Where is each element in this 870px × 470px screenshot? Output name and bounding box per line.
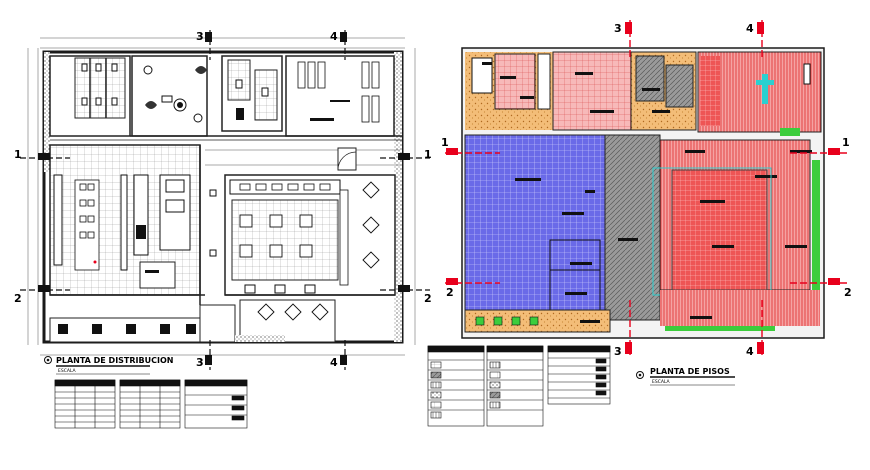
section-mark-1-left: 1 (14, 148, 22, 161)
green-strip-bottom (665, 326, 775, 331)
section-mark-1-right-right: 1 (842, 136, 850, 149)
section-markers-left: 3 4 3 4 1 1 2 2 (14, 30, 432, 370)
section-mark-3-top: 3 (196, 30, 204, 43)
section-mark-4-bottom: 4 (330, 356, 338, 369)
plan-title-right: PLANTA DE PISOS ESCALA (636, 367, 735, 386)
floor-finishes-plan: 3 4 3 4 1 1 2 2 P (427, 20, 852, 427)
section-mark-3-top-right: 3 (614, 22, 622, 35)
section-markers-right: 3 4 3 4 1 1 2 2 (441, 20, 852, 358)
section-mark-4-top: 4 (330, 30, 338, 43)
scale-label-left: ESCALA (58, 368, 77, 374)
section-mark-2-right-right: 2 (844, 286, 852, 299)
title-distribution: PLANTA DE DISTRIBUCION (56, 356, 173, 365)
plan-title-left: PLANTA DE DISTRIBUCION ESCALA (44, 356, 173, 375)
corridor (205, 147, 400, 257)
scale-label-right: ESCALA (652, 379, 671, 385)
speckled-wall (394, 52, 402, 342)
section-mark-4-bottom-right: 4 (746, 345, 754, 358)
bottom-storage (49, 304, 285, 343)
distribution-plan: 3 4 3 4 1 1 2 2 P (14, 30, 432, 429)
section-mark-2-right: 2 (424, 292, 432, 305)
schedule-tables-left (54, 379, 248, 429)
top-service-rooms (49, 55, 402, 141)
section-mark-2-left-right: 2 (446, 286, 454, 299)
green-strip-right (812, 160, 820, 310)
dining-room (224, 174, 396, 296)
section-mark-1-left-right: 1 (441, 136, 449, 149)
section-mark-4-top-right: 4 (746, 22, 754, 35)
gray-floor (604, 134, 661, 321)
section-mark-3-bottom-right: 3 (614, 345, 622, 358)
cyan-cross-marker (756, 74, 774, 104)
kitchen-area (49, 144, 205, 305)
section-mark-2-left: 2 (14, 292, 22, 305)
legend-tables-right (427, 345, 611, 427)
section-mark-3-bottom: 3 (196, 356, 204, 369)
title-floors: PLANTA DE PISOS (650, 367, 730, 376)
section-mark-1-right: 1 (424, 148, 432, 161)
blue-floor (464, 134, 606, 318)
